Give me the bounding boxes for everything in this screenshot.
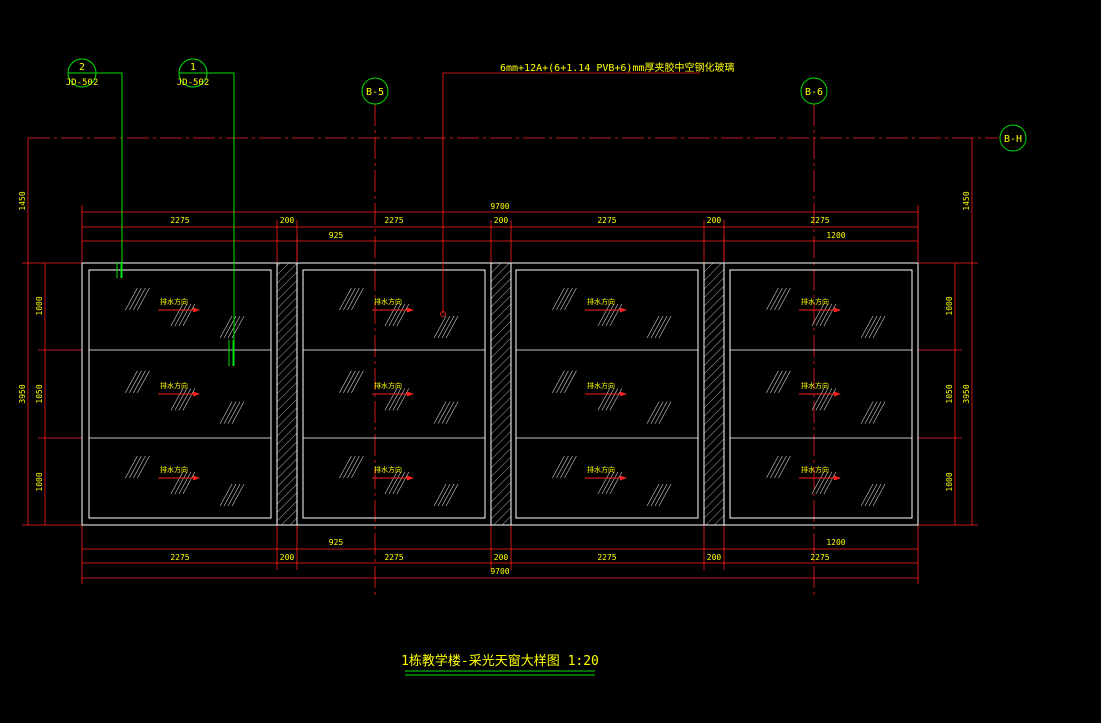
dim-top-seg: 200 (707, 216, 722, 225)
glass-spec-label: 6mm+12A+(6+1.14 PVB+6)mm厚夹胶中空钢化玻璃 (500, 61, 735, 74)
drainage-direction-label: 排水方向 (587, 381, 615, 390)
arrow-head (620, 307, 627, 313)
drainage-direction-label: 排水方向 (374, 465, 402, 474)
dim-top-seg: 200 (494, 216, 509, 225)
dim-top-seg: 2275 (597, 216, 616, 225)
dim-bottom-seg: 2275 (597, 553, 616, 562)
axis-bubble-b-6: B-6 (800, 77, 828, 105)
drawing-title: 1栋教学楼-采光天窗大样图 1:20 (401, 653, 599, 676)
drainage-direction-label: 排水方向 (801, 465, 829, 474)
dim-top-seg: 2275 (170, 216, 189, 225)
glass-spec-leader: 6mm+12A+(6+1.14 PVB+6)mm厚夹胶中空钢化玻璃 (440, 61, 735, 317)
dim-bottom-seg: 200 (280, 553, 295, 562)
grid-lines (28, 104, 998, 598)
dim-total-top: 9700 (490, 202, 509, 211)
arrow-head (407, 391, 414, 397)
dim-left-row: 1050 (35, 384, 44, 403)
glass-panels: 排水方向排水方向排水方向排水方向排水方向排水方向排水方向排水方向排水方向排水方向… (88, 269, 913, 519)
drainage-direction-label: 排水方向 (160, 297, 188, 306)
dim-left-total: 3950 (18, 384, 27, 403)
arrow-head (834, 475, 841, 481)
detail-tag-number: 1 (190, 62, 196, 73)
axis-bubble-b-5: B-5 (361, 77, 389, 105)
dim-right-row: 1050 (945, 384, 954, 403)
arrow-head (193, 391, 200, 397)
dim-total-bottom: 9700 (490, 567, 509, 576)
dim-left-top: 1450 (18, 191, 27, 210)
mullion-2 (490, 262, 512, 526)
arrow-head (407, 307, 414, 313)
side-dimensions (22, 138, 978, 526)
dim-top-seg: 2275 (810, 216, 829, 225)
drainage-direction-label: 排水方向 (160, 381, 188, 390)
dim-left-row: 1000 (35, 472, 44, 491)
detail-tag-number: 2 (79, 62, 85, 73)
arrow-head (834, 391, 841, 397)
arrow-head (620, 391, 627, 397)
drainage-direction-label: 排水方向 (587, 297, 615, 306)
arrow-head (193, 475, 200, 481)
arrow-head (834, 307, 841, 313)
axis-label: B-H (1004, 134, 1022, 145)
dimension-labels: 9700 2275 200 2275 200 2275 200 2275 925… (18, 191, 971, 576)
drainage-direction-label: 排水方向 (801, 381, 829, 390)
dim-offset-right: 1200 (826, 231, 845, 240)
skylight-frame (81, 262, 919, 526)
drainage-direction-label: 排水方向 (374, 381, 402, 390)
drainage-direction-label: 排水方向 (160, 465, 188, 474)
axis-label: B-6 (805, 87, 823, 98)
dim-right-top: 1450 (962, 191, 971, 210)
mullion-3 (703, 262, 725, 526)
dim-bottom-seg: 2275 (170, 553, 189, 562)
dim-offset-left: 925 (329, 231, 344, 240)
detail-tag-2: 2 JD-502 (66, 58, 123, 278)
axis-bubble-b-h: B-H (999, 124, 1027, 152)
dim-bottom-seg: 200 (707, 553, 722, 562)
dim-top-seg: 2275 (384, 216, 403, 225)
arrow-head (193, 307, 200, 313)
top-dimensions (81, 205, 919, 262)
drainage-direction-label: 排水方向 (587, 465, 615, 474)
detail-tag-ref: JD-502 (66, 78, 99, 88)
dim-bottom-seg: 2275 (810, 553, 829, 562)
dim-right-total: 3950 (962, 384, 971, 403)
arrow-head (407, 475, 414, 481)
dim-bottom-seg: 200 (494, 553, 509, 562)
bottom-dimensions (81, 525, 919, 584)
axis-label: B-5 (366, 87, 384, 98)
mullion-1 (276, 262, 298, 526)
dim-top-seg: 200 (280, 216, 295, 225)
detail-tag-ref: JD-502 (177, 78, 210, 88)
arrow-head (620, 475, 627, 481)
dim-left-row: 1000 (35, 296, 44, 315)
dim-bottom-seg: 2275 (384, 553, 403, 562)
dim-right-row: 1000 (945, 472, 954, 491)
dim-right-row: 1000 (945, 296, 954, 315)
drainage-direction-label: 排水方向 (374, 297, 402, 306)
drainage-direction-label: 排水方向 (801, 297, 829, 306)
dim-bottom-offset-right: 1200 (826, 538, 845, 547)
title-text: 1栋教学楼-采光天窗大样图 1:20 (401, 653, 599, 669)
detail-tag-1: 1 JD-502 (177, 58, 235, 366)
dim-bottom-offset-left: 925 (329, 538, 344, 547)
